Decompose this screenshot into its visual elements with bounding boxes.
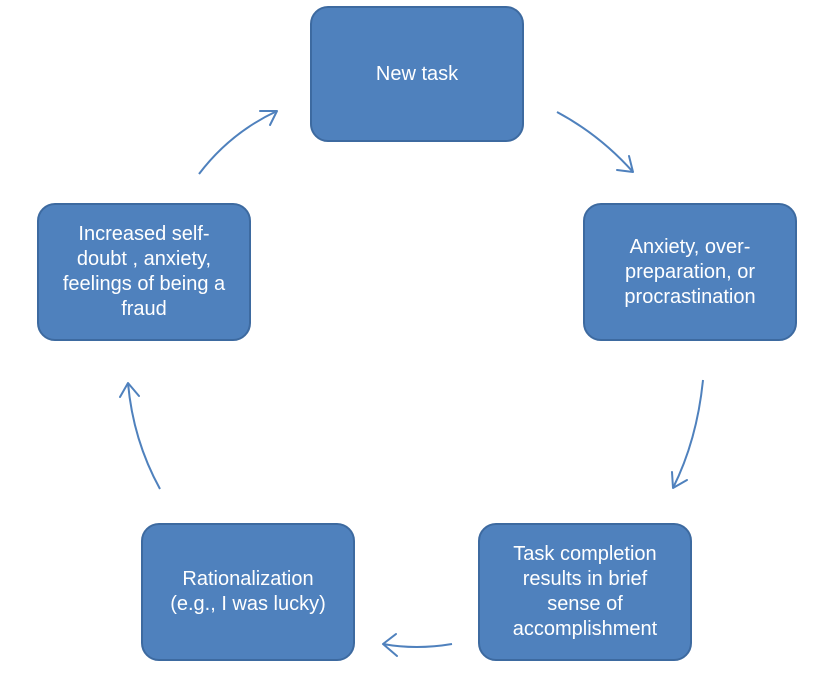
- arrow-task-completion-to-rationalization: [382, 633, 453, 657]
- node-task-completion: Task completion results in brief sense o…: [478, 523, 692, 661]
- node-self-doubt: Increased self- doubt , anxiety, feeling…: [37, 203, 251, 341]
- arrow-rationalization-to-self-doubt: [119, 382, 161, 490]
- node-rationalization: Rationalization (e.g., I was lucky): [141, 523, 355, 661]
- node-anxiety: Anxiety, over- preparation, or procrasti…: [583, 203, 797, 341]
- node-task-completion-label: Task completion results in brief sense o…: [512, 543, 658, 640]
- arrow-new-task-to-anxiety: [556, 111, 634, 173]
- arrow-self-doubt-to-new-task: [198, 110, 278, 175]
- node-new-task: New task: [310, 6, 524, 142]
- node-new-task-label: New task: [375, 62, 459, 85]
- node-rationalization-label: Rationalization (e.g., I was lucky): [170, 568, 326, 615]
- node-anxiety-label: Anxiety, over- preparation, or procrasti…: [624, 235, 756, 308]
- node-self-doubt-label: Increased self- doubt , anxiety, feeling…: [62, 223, 226, 320]
- arrow-anxiety-to-task-completion: [671, 379, 704, 489]
